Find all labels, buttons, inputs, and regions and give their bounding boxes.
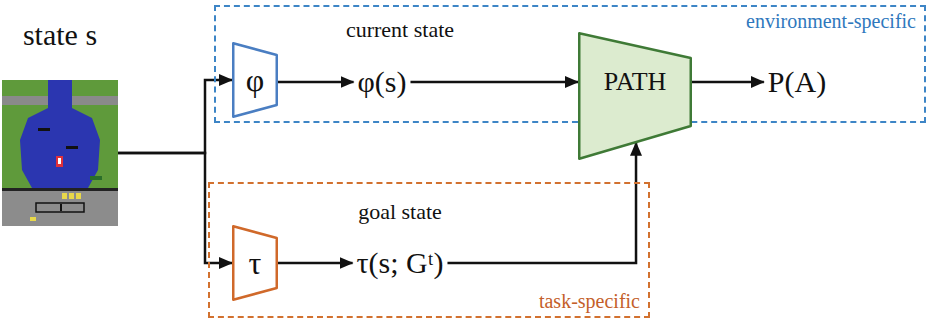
node-text: state s	[23, 18, 97, 53]
region-heading: task-specific	[539, 290, 640, 313]
flow-arrow	[278, 81, 354, 84]
action-distribution: P(A)	[764, 63, 830, 102]
input-state: state s	[2, 18, 118, 226]
status-panel	[2, 188, 118, 226]
module-name: PATH	[604, 67, 667, 97]
section-label: current state	[346, 17, 454, 42]
enemy-ship	[38, 128, 50, 131]
flow-arrow	[278, 262, 353, 265]
enemy-ship	[66, 146, 78, 149]
river-bank	[2, 80, 118, 226]
state-embedding: φ(s)	[354, 63, 411, 102]
goal-encoder-trapezoid: τ	[232, 225, 278, 301]
score-glyph	[76, 193, 81, 199]
river-water	[20, 80, 100, 188]
node-text: φ(s)	[358, 65, 407, 100]
panel-edge	[2, 188, 118, 191]
life-icon	[30, 217, 36, 221]
encoder-trapezoid: φ	[232, 42, 278, 118]
module-name: τ	[249, 245, 262, 282]
region-heading: environment-specific	[746, 10, 916, 33]
module-name: φ	[246, 62, 264, 99]
node-text: P(A)	[768, 65, 826, 100]
node-text: τ(s; Gᵗ)	[357, 246, 444, 281]
goal-embedding: τ(s; Gᵗ)	[353, 244, 448, 283]
fuel-gauge	[36, 203, 84, 212]
score-glyph	[69, 193, 74, 199]
player-plane	[56, 156, 63, 167]
game-screenshot	[2, 80, 118, 226]
helicopter	[90, 176, 102, 180]
flow-arrow	[118, 153, 232, 263]
trapezoid-shape	[579, 33, 691, 159]
flow-arrow	[447, 143, 636, 263]
flow-arrow	[410, 81, 578, 84]
trapezoid-shape	[233, 226, 277, 300]
environment-region: environment-specific φ φ(s) PATH P(A)	[214, 5, 926, 123]
trapezoid-shape	[233, 43, 277, 117]
flow-arrow	[692, 81, 764, 84]
policy-trapezoid: PATH	[578, 32, 692, 160]
player-plane	[58, 158, 61, 164]
section-label: goal state	[358, 199, 442, 224]
fuel-needle	[60, 204, 62, 211]
score-glyph	[62, 193, 67, 199]
